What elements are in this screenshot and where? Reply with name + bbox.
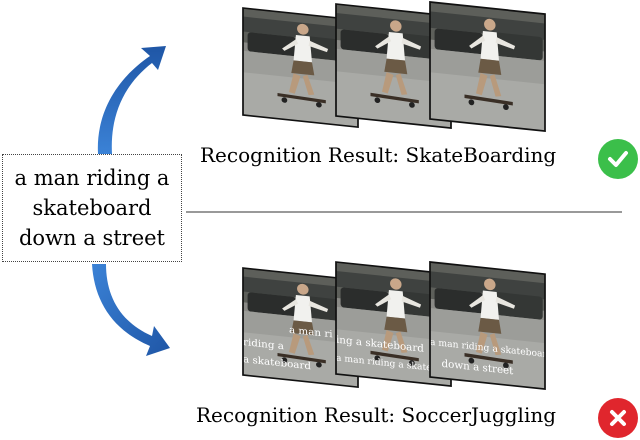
caption-line-1: a man riding a — [14, 166, 170, 190]
down-curved-arrow — [92, 264, 170, 356]
caption-line-2: skateboard — [32, 196, 152, 220]
top-frame-3 — [429, 1, 546, 133]
caption-line-3: down a street — [18, 226, 165, 250]
bottom-frame-stack: a man ri riding a a skateboard ing a ska… — [242, 261, 553, 391]
bottom-frame-2: ing a skateboard a man riding a skateboa… — [335, 261, 459, 388]
top-frame-stack — [242, 1, 546, 133]
bottom-recognition-result: Recognition Result: SoccerJuggling — [196, 403, 557, 427]
cross-icon — [598, 398, 638, 438]
check-icon — [598, 139, 638, 179]
overlay-text-b: riding a — [243, 337, 284, 352]
caption-box: a man riding a skateboard down a street — [2, 154, 182, 262]
top-recognition-result: Recognition Result: SkateBoarding — [200, 143, 557, 167]
up-curved-arrow — [97, 46, 166, 154]
bottom-frame-3: a man riding a skateboard down a street — [429, 261, 553, 391]
overlay-text-a: a man ri — [289, 325, 333, 340]
